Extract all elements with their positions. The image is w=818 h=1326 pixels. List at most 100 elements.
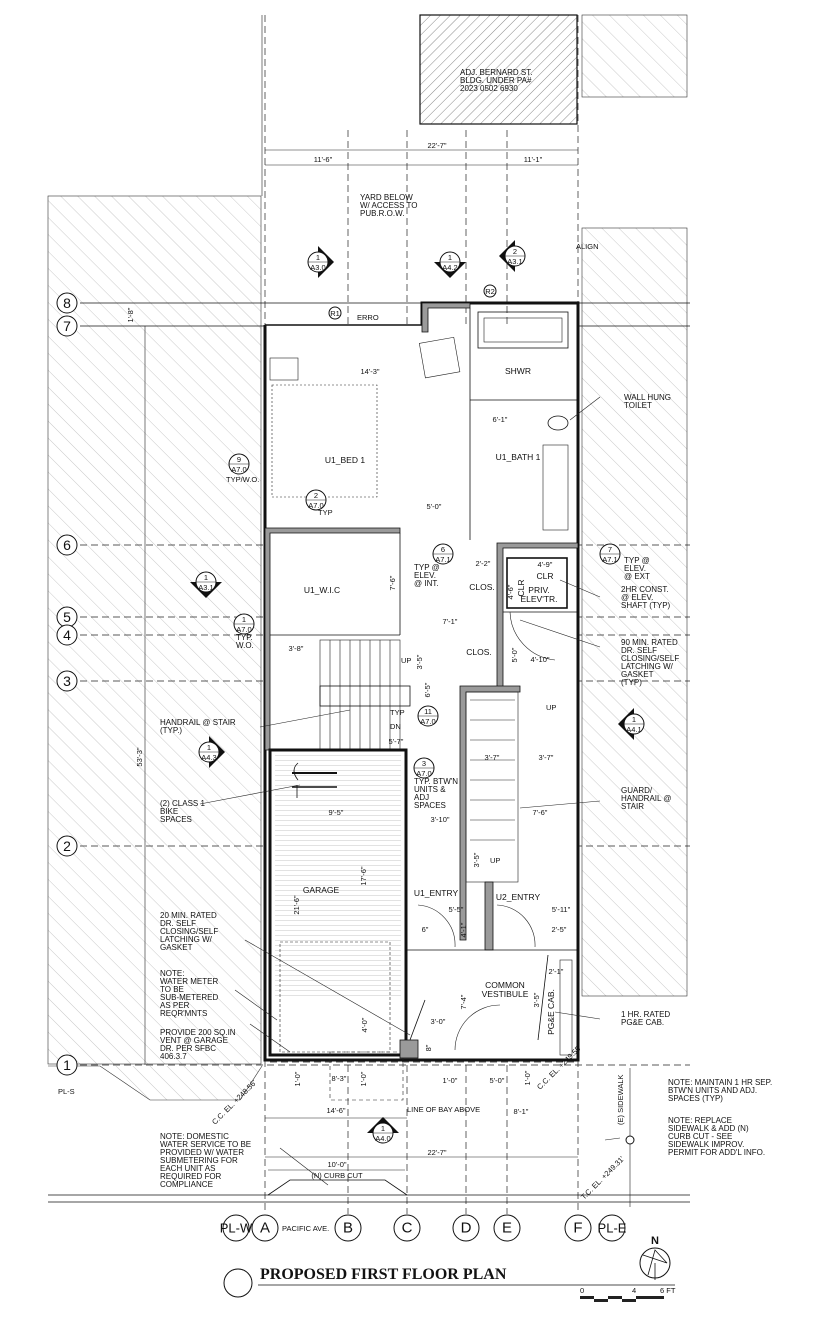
detail-number: 11 (424, 707, 432, 716)
note-adj-bldg: BLDG. UNDER PA# (460, 76, 532, 85)
note-door-20: GASKET (160, 943, 193, 952)
note-typ-btwn: ADJ (414, 793, 429, 802)
grid-bubble-row: 5 (56, 606, 78, 628)
grid-col-label: B (343, 1220, 353, 1237)
dimension-label: 6'-5" (423, 682, 432, 697)
grid-col-label: D (461, 1220, 472, 1237)
section-marker[interactable]: 1A4.0 (367, 1117, 399, 1144)
dimension-label: 3'-5" (472, 852, 481, 867)
grid-bubble-col: B (334, 1214, 362, 1242)
detail-tag[interactable]: 1A7.0 (233, 613, 255, 635)
dimension-label: 5'-0" (510, 647, 519, 662)
grid-row-label: 4 (63, 627, 71, 643)
dimension-label: 8'-3" (332, 1074, 347, 1083)
detail-tag[interactable]: 7A7.1 (599, 543, 621, 565)
grid-bubble-col: F (564, 1214, 592, 1242)
annotation: LINE OF BAY ABOVE (407, 1105, 480, 1114)
section-sheet: A4.3 (201, 753, 216, 762)
section-marker[interactable]: 1A3.0 (307, 246, 334, 278)
detail-sheet: A7.0 (308, 501, 323, 510)
dimension-label: 4'-6" (506, 584, 515, 599)
grid-row-label: 3 (63, 673, 71, 689)
annotation: UP (490, 856, 500, 865)
section-marker[interactable]: 1A4.1 (618, 708, 645, 740)
note-yard: YARD BELOW (360, 193, 413, 202)
dimension-label: 3'-10" (430, 815, 449, 824)
detail-tag[interactable]: 6A7.1 (432, 543, 454, 565)
section-sheet: A3.1 (507, 257, 522, 266)
note-replace: SIDEWALK & ADD (N) (668, 1124, 749, 1133)
note-water-meter: AS PER (160, 1001, 190, 1010)
note-vent: DR. PER SFBC (160, 1044, 216, 1053)
grid-bubble-row: 3 (56, 670, 78, 692)
room-label: U2_ENTRY (496, 892, 541, 902)
dimension-label: 22'-7" (427, 1148, 446, 1157)
room-label: GARAGE (303, 885, 340, 895)
leader-line (249, 1023, 291, 1053)
drawing-title: PROPOSED FIRST FLOOR PLAN (260, 1266, 507, 1283)
dimension-label: 10'-0" (327, 1160, 346, 1169)
note-maintain: BTW'N UNITS AND ADJ. (668, 1086, 757, 1095)
note-door-90: (TYP) (621, 678, 642, 687)
revision-tag: R2 (485, 287, 495, 296)
annotation: TYP (318, 508, 333, 517)
grid-bubble-row: 1 (56, 1054, 78, 1076)
detail-sheet: A7.0 (416, 769, 431, 778)
note-shaft: 2HR CONST. (621, 585, 669, 594)
leader-line (604, 1137, 621, 1141)
room-label: ELEV'TR. (520, 594, 557, 604)
note-water-meter: NOTE: (160, 969, 184, 978)
grid-col-label: C (402, 1220, 413, 1237)
annotation: ERRO (357, 313, 379, 322)
note-door-20: 20 MIN. RATED (160, 911, 217, 920)
scale-bar-label: 4 (632, 1286, 636, 1295)
detail-tag[interactable]: 2A7.0 (305, 489, 327, 511)
note-bike: SPACES (160, 815, 192, 824)
dimension-label: 6'-1" (493, 415, 508, 424)
section-number: 1 (316, 253, 320, 262)
detail-number: 3 (422, 759, 426, 768)
detail-tag[interactable]: 3A7.0 (413, 757, 435, 779)
leader-line (559, 579, 601, 598)
note-domestic-water: NOTE: DOMESTIC (160, 1132, 229, 1141)
section-marker[interactable]: 2A3.1 (499, 240, 526, 272)
note-water-meter: REQR'MNTS (160, 1009, 207, 1018)
grid-bubble-row: 2 (56, 835, 78, 857)
dimension-label: 9'-5" (329, 808, 344, 817)
leader-line (244, 939, 411, 1036)
note-door-90: CLOSING/SELF (621, 654, 679, 663)
note-guard: HANDRAIL @ (621, 794, 672, 803)
section-sheet: A4.2 (442, 263, 457, 272)
section-number: 1 (204, 573, 208, 582)
note-handrail: HANDRAIL @ STAIR (160, 718, 236, 727)
adjacent-building (419, 14, 578, 125)
detail-tag[interactable]: 9A7.0 (228, 453, 250, 475)
dimension-label: (N) CURB CUT (311, 1171, 363, 1180)
leader-line (279, 1147, 329, 1186)
note-door-90: GASKET (621, 670, 654, 679)
dimension-label: 5'-11" (552, 905, 571, 914)
section-marker[interactable]: 1A4.3 (198, 736, 225, 768)
section-marker[interactable]: 1A3.1 (190, 571, 222, 598)
detail-number: 6 (441, 545, 445, 554)
note-replace: SIDEWALK IMPROV. (668, 1140, 744, 1149)
note-yard: PUB.R.O.W. (360, 209, 404, 218)
dimension-label: 4'-0" (360, 1017, 369, 1032)
dimension-label: 5'-0" (427, 502, 442, 511)
grid-row-label: 5 (63, 609, 71, 625)
room-label: U1_BATH 1 (496, 452, 541, 462)
grid-bubble-col: D (452, 1214, 480, 1242)
section-marker[interactable]: 1A4.2 (434, 251, 466, 278)
note-adj-bldg: 2023 0502 6930 (460, 84, 518, 93)
room-label: COMMON (485, 980, 525, 990)
scale-bar-label: 0 (580, 1286, 584, 1295)
note-wall-hung: WALL HUNG (624, 393, 671, 402)
leader-line (199, 784, 301, 805)
dimension-label: 7'-4" (459, 994, 468, 1009)
grid-bubble-row: 8 (56, 292, 78, 314)
leader-line (569, 396, 601, 421)
note-door-20: LATCHING W/ (160, 935, 213, 944)
annotation: ALIGN (576, 242, 599, 251)
